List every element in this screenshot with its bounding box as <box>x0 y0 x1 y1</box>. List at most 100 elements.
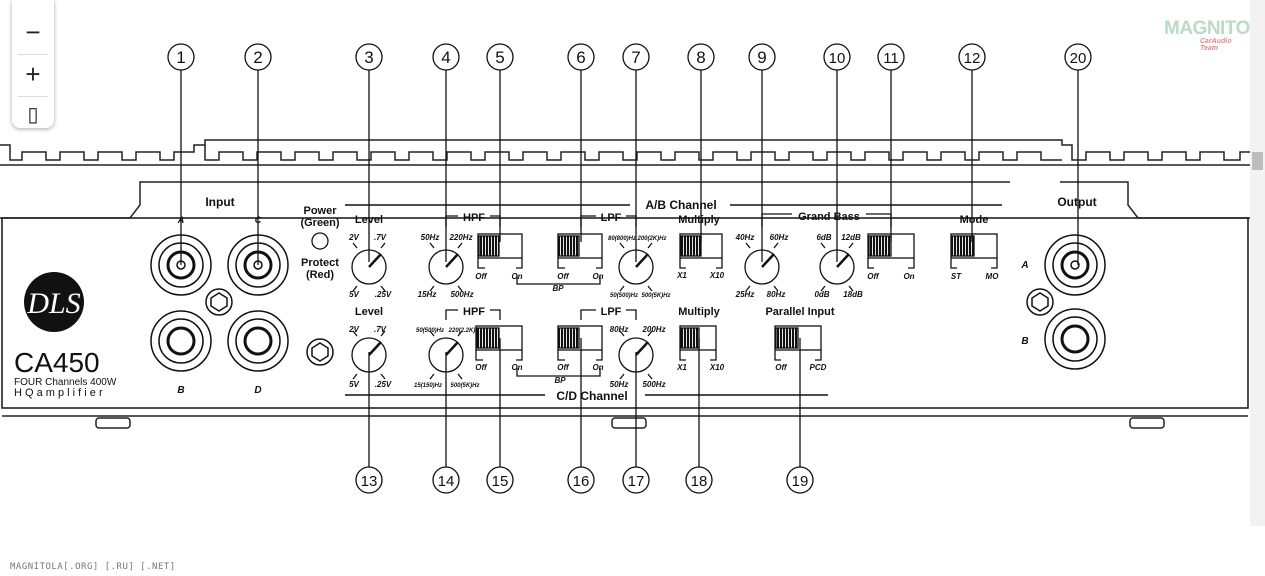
magnitola-watermark: MAGNITOLA CarAudio Team <box>1164 18 1265 52</box>
section-lines <box>345 204 1002 396</box>
callout-2: 2 <box>253 48 262 67</box>
level-cd-2v: 2V <box>348 325 359 334</box>
scrollbar-thumb[interactable] <box>1252 152 1263 170</box>
zoom-divider <box>18 54 48 55</box>
grand-bass-18db: 18dB <box>843 290 863 299</box>
hpf-switch-ab[interactable] <box>477 233 523 269</box>
level-cd-title: Level <box>355 306 383 318</box>
lpf-knob-ab[interactable] <box>618 242 654 292</box>
lpf-ab-200hz: 200(2K)Hz <box>636 236 666 242</box>
chassis-outline <box>0 139 1250 429</box>
hpf-cd-50hz: 50(500)Hz <box>416 328 444 334</box>
dls-logo <box>24 272 84 332</box>
hpf-cd-off: Off <box>475 363 488 372</box>
hpf-cd-500hz: 500(5K)Hz <box>450 383 479 389</box>
hpf-ab-title: HPF <box>463 212 485 224</box>
output-section <box>1026 234 1106 370</box>
callout-17: 17 <box>628 473 645 490</box>
grand-bass-frequency-knob[interactable] <box>744 242 780 292</box>
level-ab-5v: 5V <box>349 290 359 299</box>
callout-8: 8 <box>696 48 705 67</box>
level-cd-5v: 5V <box>349 380 359 389</box>
zoom-out-button[interactable]: − <box>25 16 41 47</box>
input-title: Input <box>205 195 234 209</box>
multiply-ab-title: Multiply <box>678 214 720 226</box>
multiply-cd-x10: X10 <box>709 363 725 372</box>
level-knob-ab[interactable] <box>351 242 387 292</box>
hpf-ab-220hz: 220Hz <box>448 233 472 242</box>
rca-jack-d[interactable] <box>227 310 289 372</box>
multiply-switch-ab[interactable] <box>679 233 723 269</box>
rca-output-b[interactable] <box>1044 308 1106 370</box>
rca-jack-c[interactable] <box>227 234 289 296</box>
power-led <box>311 232 329 250</box>
level-cd-07v: .7V <box>374 325 387 334</box>
parallel-input-switch[interactable] <box>774 325 822 361</box>
grand-bass-gain-knob[interactable] <box>819 242 855 292</box>
footer-text: MAGNITOLA[.ORG] [.RU] [.NET] <box>10 562 176 572</box>
model-name: CA450 <box>14 347 100 378</box>
hpf-switch-cd[interactable] <box>475 325 523 361</box>
zoom-control: − + ▯ <box>12 0 54 128</box>
grand-bass-switch[interactable] <box>867 233 915 269</box>
callout-10: 10 <box>829 50 846 67</box>
input-label-d: D <box>254 385 261 396</box>
ab-channel-label: A/B Channel <box>645 198 716 212</box>
callout-19: 19 <box>792 473 809 490</box>
callouts <box>167 43 1092 494</box>
hpf-ab-15hz: 15Hz <box>418 290 437 299</box>
hpf-ab-on: On <box>511 272 522 281</box>
zoom-in-button[interactable]: + <box>25 58 41 89</box>
level-cd-025v: .25V <box>375 380 392 389</box>
callout-14: 14 <box>438 473 455 490</box>
rca-output-a[interactable] <box>1044 234 1106 296</box>
vertical-scrollbar[interactable] <box>1250 0 1265 526</box>
rca-jack-b[interactable] <box>150 310 212 372</box>
lpf-switch-ab[interactable] <box>557 233 603 269</box>
hpf-cd-15hz: 15(150)Hz <box>414 383 442 389</box>
protect-label: Protect <box>301 257 339 269</box>
level-knob-cd[interactable] <box>351 330 387 380</box>
protect-color-label: (Red) <box>306 269 334 281</box>
hpf-ab-50hz: 50Hz <box>421 233 440 242</box>
parallel-input-pcd: PCD <box>810 363 827 372</box>
lpf-ab-title: LPF <box>601 212 622 224</box>
brand-block: DLS CA450 FOUR Channels 400W H Q a m p l… <box>14 272 117 399</box>
grand-bass-12db: 12dB <box>841 233 861 242</box>
grand-bass-60hz: 60Hz <box>770 233 789 242</box>
lpf-knob-cd[interactable] <box>618 330 654 380</box>
output-label-a: A <box>1020 260 1028 271</box>
callout-9: 9 <box>757 48 766 67</box>
output-label-b: B <box>1021 336 1028 347</box>
callout-1: 1 <box>176 48 185 67</box>
rca-jack-a[interactable] <box>150 234 212 296</box>
screw-icon <box>1026 288 1054 316</box>
level-ab-025v: .25V <box>375 290 392 299</box>
callout-20: 20 <box>1070 50 1087 67</box>
multiply-switch-cd[interactable] <box>679 325 717 361</box>
input-label-a: A <box>177 215 185 225</box>
callout-16: 16 <box>573 473 590 490</box>
hpf-knob-cd[interactable] <box>428 330 464 380</box>
screw-icon <box>205 288 233 316</box>
multiply-ab-x10: X10 <box>709 271 725 280</box>
input-section <box>150 234 334 372</box>
input-label-c: C <box>255 215 262 225</box>
grand-bass-title: Grand Bass <box>798 211 860 223</box>
mode-switch[interactable] <box>950 233 998 269</box>
parallel-input-title: Parallel Input <box>765 306 834 318</box>
multiply-cd-x1: X1 <box>676 363 687 372</box>
lpf-ab-off: Off <box>557 272 570 281</box>
callout-13: 13 <box>361 473 378 490</box>
grand-bass-on: On <box>903 272 914 281</box>
hpf-ab-off: Off <box>475 272 488 281</box>
hpf-knob-ab[interactable] <box>428 242 464 292</box>
lpf-switch-cd[interactable] <box>557 325 603 361</box>
hpf-cd-on: On <box>511 363 522 372</box>
lpf-cd-bp: BP <box>554 376 566 385</box>
callout-5: 5 <box>495 48 504 67</box>
cd-channel-label: C/D Channel <box>556 389 627 403</box>
fit-to-screen-button[interactable]: ▯ <box>27 103 39 126</box>
callout-6: 6 <box>576 48 585 67</box>
